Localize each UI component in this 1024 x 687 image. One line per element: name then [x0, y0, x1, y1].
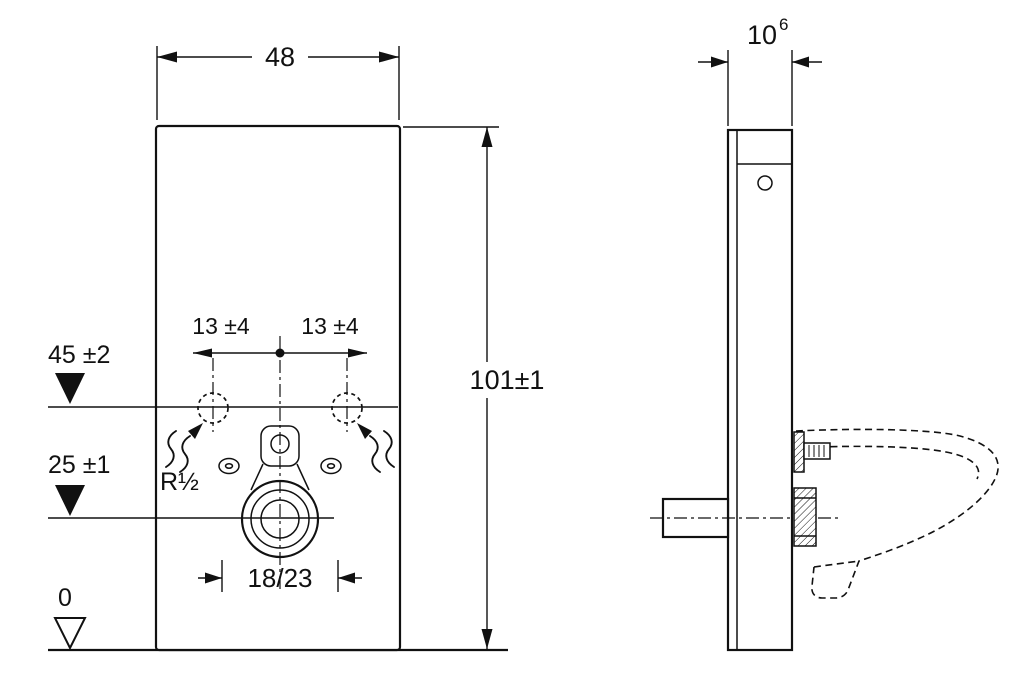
height-dimension-label: 101±1 — [470, 365, 545, 395]
front-view: 48 101±1 45 ±2 25 ±1 0 — [48, 42, 545, 652]
lower-level-triangle — [55, 485, 85, 516]
supply-pipe — [661, 497, 730, 539]
offset-arrow-right — [348, 348, 367, 358]
lower-level-mark: 25 ±1 — [48, 451, 334, 519]
width-dimension-label: 48 — [265, 42, 295, 72]
width-dimension: 48 — [156, 42, 400, 120]
height-arrow-top — [481, 127, 493, 147]
squiggle-line — [179, 435, 191, 473]
width-arrow-right — [379, 51, 399, 63]
depth-dimension-superscript: 6 — [779, 15, 788, 34]
squiggle-line — [165, 430, 177, 468]
wc-pan-outline — [795, 428, 999, 599]
outlet-arrow-left — [205, 572, 222, 584]
fixing-slot-hole — [326, 463, 336, 469]
offset-dimension: 13 ±4 13 ±4 — [192, 313, 367, 432]
squiggle-arrowhead — [357, 423, 372, 439]
height-arrow-bottom — [481, 629, 493, 649]
depth-dimension: 10 6 — [698, 15, 822, 126]
fixing-plate — [793, 431, 805, 473]
service-opening-circle — [757, 175, 773, 191]
squiggle-line — [369, 435, 381, 473]
threaded-rod — [803, 442, 831, 460]
fixing-slot-left — [218, 457, 240, 475]
side-view: 10 6 — [650, 15, 999, 652]
drain-outer-circle — [240, 479, 320, 559]
outlet-arrow-right — [338, 572, 355, 584]
squiggle-arrowhead — [188, 423, 203, 439]
width-arrow-left — [157, 51, 177, 63]
zero-level-triangle — [53, 617, 87, 651]
upper-level-triangle — [55, 373, 85, 404]
supply-squiggle-arrow-right — [357, 423, 395, 473]
drain-middle-circle — [250, 489, 310, 549]
wc-pan-trap-line — [813, 560, 860, 568]
supply-squiggle-arrow-left — [165, 423, 203, 473]
depth-arrow-left — [711, 56, 728, 68]
wc-pan-rim-line — [795, 445, 980, 480]
zero-level-label: 0 — [58, 584, 72, 612]
squiggle-line — [383, 430, 395, 468]
mounting-bracket — [250, 425, 310, 491]
drain-opening — [240, 479, 320, 559]
depth-dimension-label: 10 — [747, 20, 777, 50]
upper-level-mark: 45 ±2 — [48, 341, 398, 408]
upper-level-label: 45 ±2 — [48, 341, 110, 369]
bracket-flare-left — [250, 463, 264, 491]
offset-right-label: 13 ±4 — [301, 313, 359, 339]
fixing-slot-outline — [218, 457, 240, 475]
thread-size-label: R½ — [160, 468, 199, 496]
zero-level-mark: 0 — [53, 584, 87, 651]
upper-fixing-hardware — [793, 431, 831, 473]
depth-arrow-right — [792, 56, 809, 68]
drain-inner-circle — [260, 499, 300, 539]
wc-pan-reference — [795, 428, 999, 599]
water-connection-left-circle — [197, 392, 229, 424]
bracket-outline — [260, 425, 300, 467]
fixing-slot-right — [320, 457, 342, 475]
panel-outline — [154, 124, 402, 652]
offset-arrow-left — [193, 348, 212, 358]
fixing-slot-outline — [320, 457, 342, 475]
bolt-hole-circle — [270, 434, 290, 454]
height-dimension: 101±1 — [403, 126, 545, 649]
outlet-dimension: 18/23 — [198, 560, 362, 593]
water-connection-right-circle — [331, 392, 363, 424]
offset-left-label: 13 ±4 — [192, 313, 250, 339]
fixing-slot-hole — [224, 463, 234, 469]
outlet-connector — [793, 487, 817, 547]
lower-level-label: 25 ±1 — [48, 451, 110, 479]
outlet-connector-body — [793, 487, 817, 547]
side-panel-outline — [726, 128, 794, 652]
bracket-flare-right — [296, 463, 310, 491]
outlet-dimension-label: 18/23 — [247, 563, 312, 593]
